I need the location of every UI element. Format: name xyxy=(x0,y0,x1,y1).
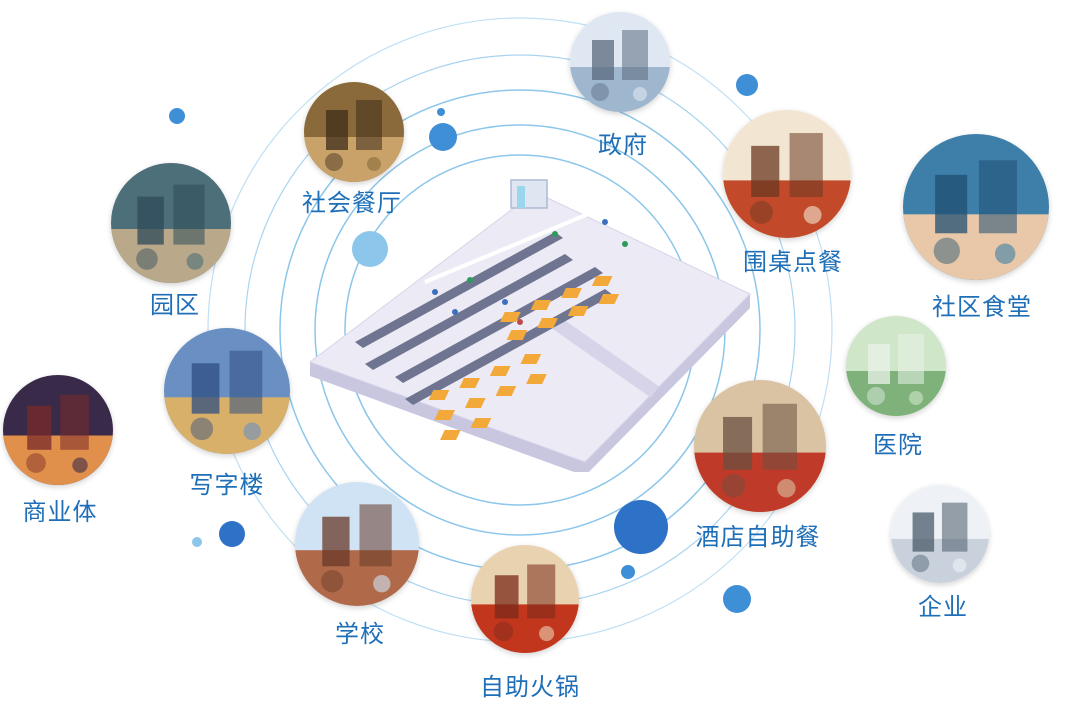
scenario-label: 围桌点餐 xyxy=(743,248,843,276)
shopping-mall-photo xyxy=(3,375,113,485)
hotpot-photo xyxy=(471,545,579,653)
scenario-label: 商业体 xyxy=(22,498,98,526)
canteen-floorplan-illustration xyxy=(305,172,755,476)
community-canteen-photo xyxy=(903,134,1049,280)
industrial-park-photo xyxy=(111,163,231,283)
office-tower-photo xyxy=(164,328,290,454)
dining-tables-grey xyxy=(355,232,613,405)
government-building-photo xyxy=(570,12,670,112)
scenario-label: 社区食堂 xyxy=(932,293,1032,321)
scenario-label: 企业 xyxy=(918,593,968,621)
hospital-photo xyxy=(846,316,946,416)
scenario-label: 园区 xyxy=(150,291,200,319)
dining-tables-orange xyxy=(428,276,620,440)
restaurant-photo xyxy=(304,82,404,182)
scenario-label: 自助火锅 xyxy=(480,673,580,701)
scenario-label: 社会餐厅 xyxy=(302,189,402,217)
decorative-dots xyxy=(169,74,758,613)
table-dishes-photo xyxy=(723,110,851,238)
diners xyxy=(432,219,628,325)
hotel-buffet-photo xyxy=(694,380,826,512)
scenario-label: 政府 xyxy=(598,131,648,159)
scenario-label: 学校 xyxy=(335,620,385,648)
scenario-label: 医院 xyxy=(873,431,923,459)
scenario-label: 写字楼 xyxy=(189,471,265,499)
school-photo xyxy=(295,482,419,606)
scenario-label: 酒店自助餐 xyxy=(695,523,821,551)
enterprise-office-photo xyxy=(891,485,989,583)
